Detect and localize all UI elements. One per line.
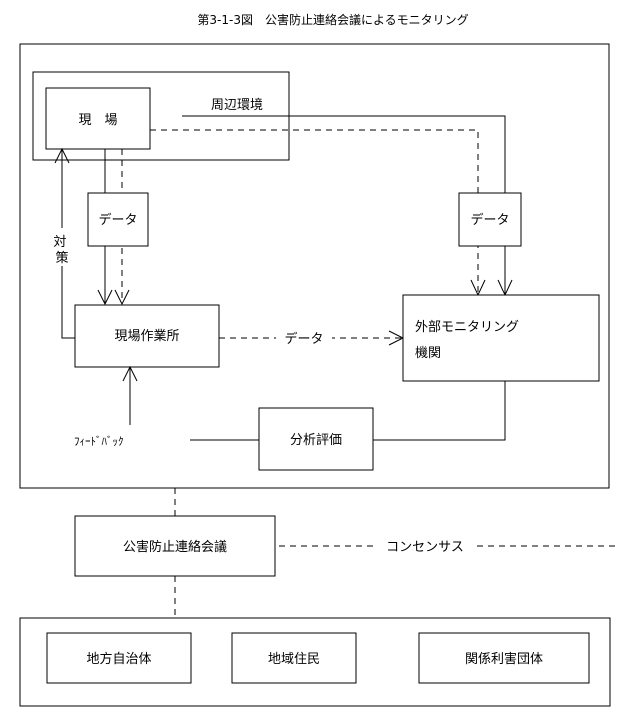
- site-label: 現 場: [78, 113, 117, 128]
- feedback-label: ﾌｨｰﾄﾞﾊﾞｯｸ: [74, 435, 124, 448]
- countermeasure-label: 対 策: [53, 235, 70, 266]
- external-to-analysis-line: [373, 381, 506, 441]
- external-monitoring-label-line2: 機関: [415, 346, 441, 361]
- data-middle-label-bg: [276, 328, 332, 348]
- analysis-label: 分析評価: [290, 433, 342, 448]
- dashed-arrowhead-left: [114, 289, 130, 306]
- members-frame: [19, 617, 611, 707]
- site-office-box: [74, 304, 220, 368]
- local-residents-box: [231, 632, 357, 684]
- countermeasure-line: [61, 149, 75, 339]
- site-office-label: 現場作業所: [114, 328, 179, 344]
- feedback-arrowhead: [122, 365, 138, 382]
- council-label: 公害防止連絡会議: [123, 539, 227, 555]
- local-government-box: [46, 632, 192, 684]
- external-monitoring-label-line1: 外部モニタリング: [415, 320, 519, 335]
- solid-arrowhead-left: [97, 289, 113, 306]
- data-middle-label: データ: [284, 331, 323, 347]
- local-residents-label: 地域住民: [268, 652, 320, 667]
- countermeasure-char-2: 策: [55, 250, 68, 266]
- stakeholders-label: 関係利害団体: [465, 651, 543, 667]
- council-box: [74, 515, 276, 577]
- diagram-title: 第3-1-3図 公害防止連絡会議によるモニタリング: [197, 12, 468, 27]
- monitoring-area-frame: [19, 43, 610, 489]
- local-government-label: 地方自治体: [86, 651, 151, 667]
- stakeholders-box: [418, 632, 590, 684]
- external-monitoring-box: [402, 294, 600, 382]
- countermeasure-label-bg: [50, 228, 74, 266]
- surroundings-solid-line: [182, 115, 506, 295]
- data-box-right: [458, 192, 522, 247]
- surroundings-label: 周辺環境: [211, 98, 263, 113]
- countermeasure-char-1: 対: [53, 235, 66, 250]
- consensus-label-bg: [376, 536, 474, 556]
- data-left-label: データ: [98, 212, 137, 228]
- countermeasure-arrowhead: [54, 147, 70, 164]
- site-dashed-line-right: [150, 129, 479, 295]
- data-right-label: データ: [470, 212, 509, 228]
- analysis-box: [258, 407, 374, 471]
- consensus-label: コンセンサス: [386, 540, 464, 555]
- site-box: [45, 87, 151, 150]
- data-box-left: [87, 192, 149, 247]
